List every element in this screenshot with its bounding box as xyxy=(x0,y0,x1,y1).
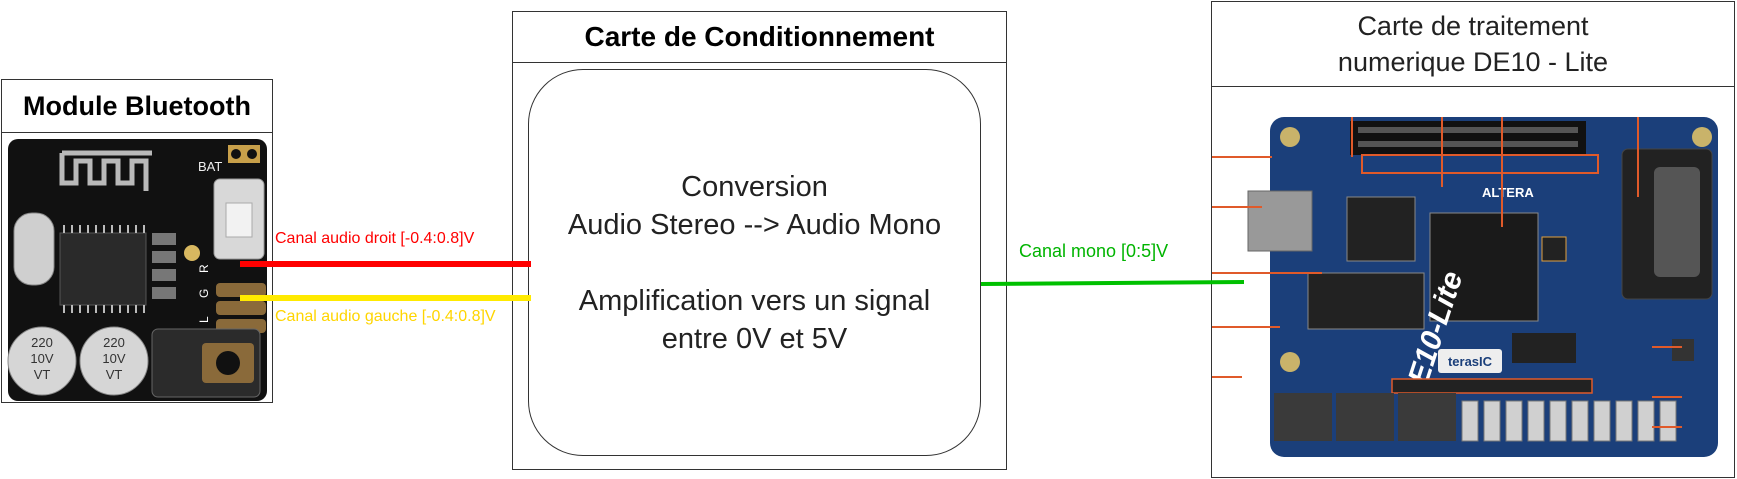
usb-port xyxy=(1247,190,1313,252)
processing-card: Carte de traitement numerique DE10 - Lit… xyxy=(1211,1,1735,478)
main-chip xyxy=(59,232,147,306)
annotation-lines xyxy=(1212,117,1682,428)
conversion-label: Conversion xyxy=(681,170,828,203)
antenna-trace xyxy=(59,150,152,191)
conditioning-title: Carte de Conditionnement xyxy=(513,12,1006,63)
max-chip xyxy=(1346,196,1416,262)
conditioning-process-block: Conversion Audio Stereo --> Audio Mono A… xyxy=(528,69,981,456)
pin-label-l: L xyxy=(197,316,211,323)
processing-title: Carte de traitement numerique DE10 - Lit… xyxy=(1212,2,1734,87)
bat-label: BAT xyxy=(198,159,222,174)
fpga-chip xyxy=(1429,212,1539,322)
processing-title-line1: Carte de traitement xyxy=(1357,11,1589,41)
terasic-logo: terasIC xyxy=(1448,354,1493,369)
svg-text:10V: 10V xyxy=(30,351,53,366)
amplification-label: Amplification vers un signal xyxy=(578,284,931,317)
bluetooth-module: Module Bluetooth BAT R G L 22 xyxy=(1,79,273,403)
conversion-detail: Audio Stereo --> Audio Mono xyxy=(567,208,942,241)
de10-board-image: ALTERA DE10-Lite terasIC xyxy=(1212,117,1718,457)
push-button xyxy=(1672,339,1694,361)
svg-text:10V: 10V xyxy=(102,351,125,366)
capacitor-right: 220 10V VT xyxy=(79,326,149,396)
crystal-oscillator xyxy=(13,212,55,286)
pin-label-r: R xyxy=(197,264,211,273)
bluetooth-title: Module Bluetooth xyxy=(2,80,272,133)
svg-text:220: 220 xyxy=(31,335,53,350)
svg-text:VT: VT xyxy=(34,367,51,382)
wire-left-label: Canal audio gauche [-0.4:0.8]V xyxy=(275,308,496,325)
capacitor-left: 220 10V VT xyxy=(7,326,77,396)
pin-label-g: G xyxy=(197,289,211,298)
svg-text:220: 220 xyxy=(103,335,125,350)
conditioning-card: Carte de Conditionnement Conversion Audi… xyxy=(512,11,1007,470)
amplification-detail: entre 0V et 5V xyxy=(661,322,848,355)
gpio-header xyxy=(1350,121,1586,155)
processing-title-line2: numerique DE10 - Lite xyxy=(1337,47,1609,77)
wire-right-label: Canal audio droit [-0.4:0.8]V xyxy=(275,230,475,247)
svg-text:VT: VT xyxy=(106,367,123,382)
bluetooth-board-image: BAT R G L 220 10V VT xyxy=(7,139,267,401)
wire-mono-channel xyxy=(980,280,1245,286)
slide-switches xyxy=(1461,400,1677,442)
sdram-chip xyxy=(1307,272,1425,330)
wire-mono-label: Canal mono [0:5]V xyxy=(1019,241,1169,261)
seven-segment-displays xyxy=(1274,393,1456,441)
altera-label: ALTERA xyxy=(1482,185,1534,200)
